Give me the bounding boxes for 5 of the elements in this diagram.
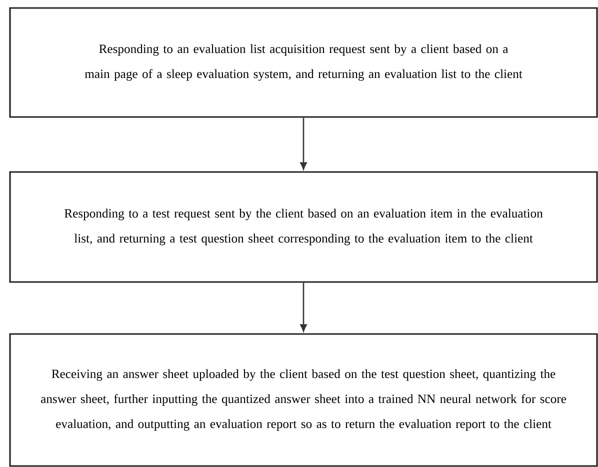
- process-box: Receiving an answer sheet uploaded by the client based on the test question sheet, quantizing the answer sheet, further inputting the quantized answer sheet into a trained NN neural network for score evaluation, and outputting an evaluation report so as to return the evaluation report to the client: [9, 333, 598, 467]
- process-box: Responding to an evaluation list acquisition request sent by a client based on a main page of a sleep evaluation system, and returning an evaluation list to the client: [9, 7, 598, 118]
- arrow: [300, 282, 307, 332]
- process-box: Responding to a test request sent by the client based on an evaluation item in the evaluation list, and returning a test question sheet corresponding to the evaluation item to the client: [9, 171, 598, 283]
- arrow: [300, 118, 307, 170]
